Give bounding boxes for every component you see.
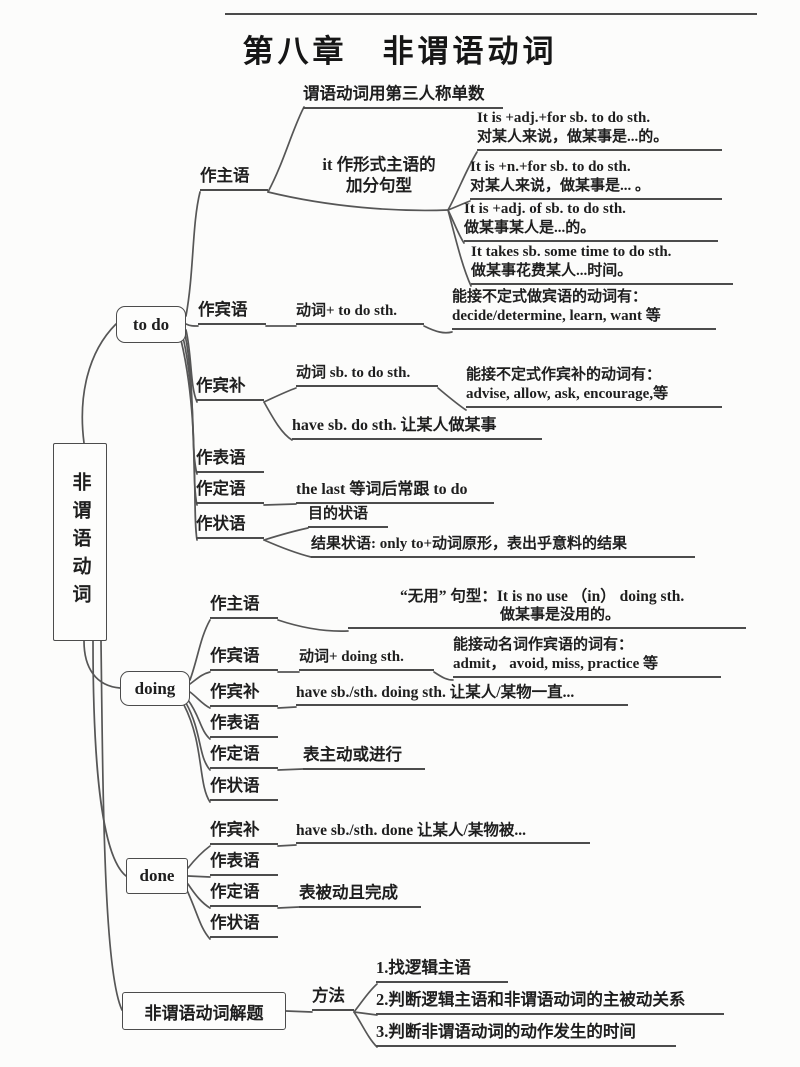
doing-objcomp-note: have sb./sth. doing sth. 让某人/某物一直... (296, 683, 628, 707)
todo-objcomp-label: 作宾补 (196, 376, 264, 401)
top-rule (225, 13, 757, 15)
todo-object-pattern: 动词+ to do sth. (296, 302, 424, 325)
doing-objcomp-label: 作宾补 (210, 682, 278, 707)
todo-objcomp-have: have sb. do sth. 让某人做某事 (292, 416, 542, 440)
doing-subject-label: 作主语 (210, 594, 278, 619)
branch-node-solving: 非谓语动词解题 (122, 992, 286, 1030)
todo-it-pattern-2: It is +n.+for sb. to do sth. 对某人来说，做某事是.… (470, 158, 722, 200)
doing-subject-pattern: “无用” 句型：It is no use （in） doing sth. 做某事… (348, 587, 746, 630)
todo-object-label: 作宾语 (198, 300, 266, 325)
doing-attributive-label: 作定语 (210, 744, 278, 769)
branch-node-done: done (126, 858, 188, 894)
todo-subject-note: 谓语动词用第三人称单数 (303, 84, 503, 109)
todo-adverbial-label: 作状语 (196, 514, 264, 539)
todo-attributive-note: the last 等词后常跟 to do (296, 480, 494, 504)
todo-object-verbs: 能接不定式做宾语的动词有： decide/determine, learn, w… (452, 288, 716, 330)
todo-it-pattern-4: It takes sb. some time to do sth. 做某事花费某… (471, 243, 733, 285)
todo-it-pattern-label: it 作形式主语的 加分句型 (322, 155, 436, 195)
todo-it-pattern-3: It is +adj. of sb. to do sth. 做某事某人是...的… (464, 200, 718, 242)
root-node: 非谓语动词 (53, 443, 107, 641)
done-predicative-label: 作表语 (210, 851, 278, 876)
todo-it-pattern-1: It is +adj.+for sb. to do sth. 对某人来说，做某事… (477, 109, 722, 151)
doing-object-label: 作宾语 (210, 646, 278, 671)
done-objcomp-note: have sb./sth. done 让某人/某物被... (296, 821, 590, 845)
solving-step-1: 1.找逻辑主语 (376, 958, 508, 983)
done-objcomp-label: 作宾补 (210, 820, 278, 845)
doing-object-verbs: 能接动名词作宾语的词有： admit， avoid, miss, practic… (453, 636, 721, 678)
solving-step-2: 2.判断逻辑主语和非谓语动词的主被动关系 (376, 990, 724, 1015)
branch-node-doing: doing (120, 671, 190, 706)
doing-predicative-label: 作表语 (210, 713, 278, 738)
doing-adverbial-label: 作状语 (210, 776, 278, 801)
todo-subject-label: 作主语 (200, 166, 268, 191)
todo-predicative-label: 作表语 (196, 448, 264, 473)
todo-objcomp-verbs: 能接不定式作宾补的动词有： advise, allow, ask, encour… (466, 366, 722, 408)
todo-adverbial-purpose: 目的状语 (308, 505, 388, 528)
todo-attributive-label: 作定语 (196, 479, 264, 504)
done-attributive-label: 作定语 (210, 882, 278, 907)
done-attributive-note: 表被动且完成 (299, 883, 421, 908)
doing-object-pattern: 动词+ doing sth. (299, 648, 434, 671)
solving-step-3: 3.判断非谓语动词的动作发生的时间 (376, 1022, 676, 1047)
doing-attributive-note: 表主动或进行 (303, 745, 425, 770)
solving-method-label: 方法 (312, 986, 354, 1011)
todo-objcomp-pattern: 动词 sb. to do sth. (296, 364, 438, 387)
todo-adverbial-result: 结果状语: only to+动词原形，表出乎意料的结果 (311, 535, 695, 558)
done-adverbial-label: 作状语 (210, 913, 278, 938)
page-title: 第八章 非谓语动词 (242, 34, 558, 69)
branch-node-to-do: to do (116, 306, 186, 343)
